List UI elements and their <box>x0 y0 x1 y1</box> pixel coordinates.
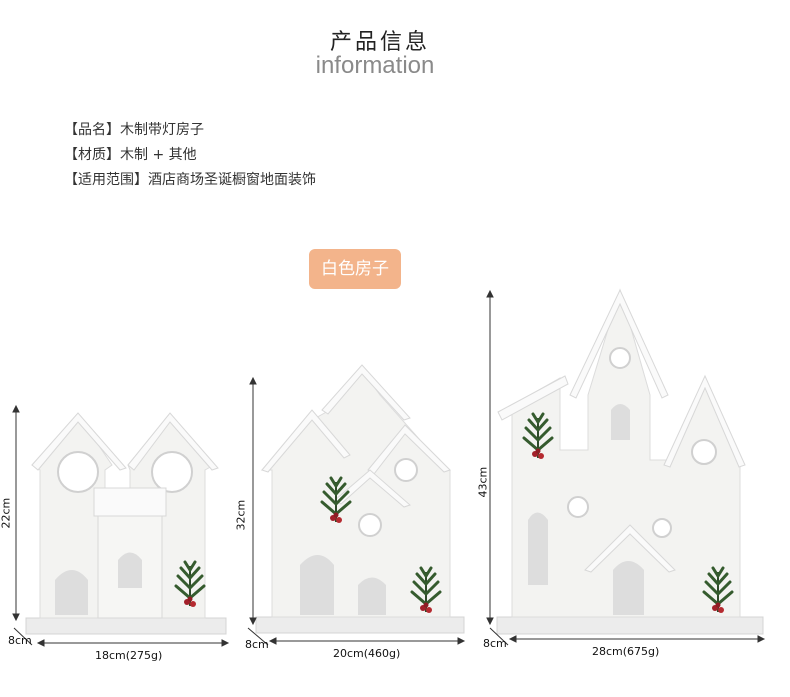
spec-product-name: 【品名】木制带灯房子 <box>64 122 204 138</box>
house-large-height-label: 43cm <box>476 466 490 498</box>
house-small-width-label: 18cm(275g) <box>95 649 163 662</box>
house-small <box>25 412 227 635</box>
house-medium-height-label: 32cm <box>234 499 248 531</box>
product-specs: 【品名】木制带灯房子 【材质】木制 + 其他 【适用范围】酒店商场圣诞橱窗地面装… <box>64 118 316 193</box>
house-large-depth-label: 8cm <box>483 637 507 650</box>
section-title-chinese: 产品信息 <box>329 30 430 55</box>
house-large-width-label: 28cm(675g) <box>592 645 660 658</box>
color-variant-badge: 白色房子 <box>309 249 401 289</box>
house-small-height-label: 22cm <box>0 497 13 529</box>
dimension-lines <box>12 289 766 647</box>
house-large <box>496 288 764 635</box>
house-medium <box>255 364 465 634</box>
section-title-english: information <box>315 52 435 79</box>
spec-usage: 【适用范围】酒店商场圣诞橱窗地面装饰 <box>64 172 316 188</box>
spec-material: 【材质】木制 + 其他 <box>64 147 197 163</box>
house-small-depth-label: 8cm <box>8 634 32 647</box>
house-medium-depth-label: 8cm <box>245 638 269 651</box>
house-medium-width-label: 20cm(460g) <box>333 647 401 660</box>
